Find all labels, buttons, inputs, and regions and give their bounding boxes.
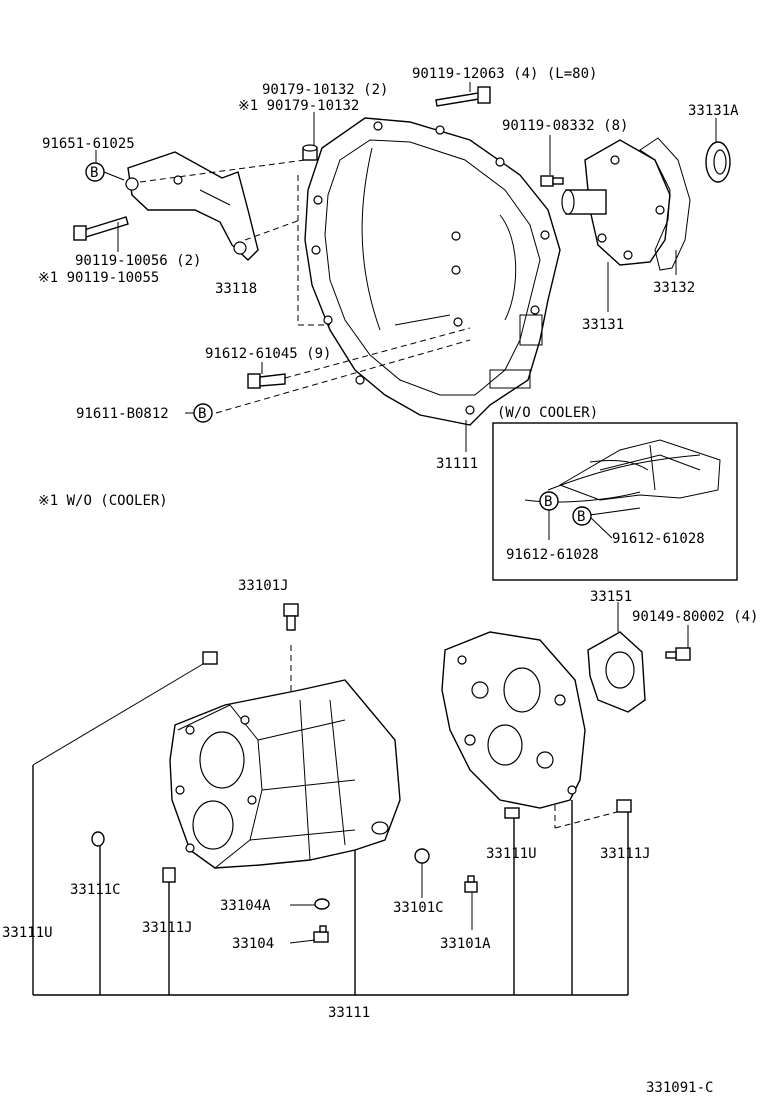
label-33101C: 33101C [393,900,444,916]
label-33131A: 33131A [688,103,739,119]
bolt-90149-80002-icon [665,647,691,661]
label-90179-10132-alt: ※1 90179-10132 [238,98,359,114]
label-33111C: 33111C [70,882,121,898]
intermediate-plate [441,631,586,809]
label-91612-61045: 91612-61045 (9) [205,346,331,362]
bolt-90119-08332-icon [540,175,564,187]
bolt-90119-10056-icon [73,216,129,241]
label-33104: 33104 [232,936,274,952]
plug-33101C-icon [414,848,430,864]
svg-text:B: B [544,494,552,510]
dowel-pin-upper-left-icon [202,651,218,665]
bearing-retainer-33131 [561,139,671,266]
speed-sensor-33101J-icon [283,603,299,631]
oil-seal-33131A-icon [705,141,731,183]
label-91651-61025: 91651-61025 [42,136,135,152]
bubble-b-inset-left-icon: B [539,491,559,511]
label-33132: 33132 [653,280,695,296]
label-33111J-left: 33111J [142,920,193,936]
label-33101A: 33101A [440,936,491,952]
pin-33111J-left-icon [162,867,176,883]
rear-retainer-33151 [587,631,646,713]
svg-text:B: B [577,509,585,525]
pin-33111U-right-icon [504,807,520,819]
label-33101J: 33101J [238,578,289,594]
label-33151: 33151 [590,589,632,605]
pin-33111J-right-icon [616,799,632,813]
bracket-33118 [125,151,259,261]
plug-33111C-icon [91,831,105,847]
label-90119-10055: ※1 90119-10055 [38,270,159,286]
label-90119-10056: 90119-10056 (2) [75,253,201,269]
inset-without-cooler [492,422,738,581]
svg-text:B: B [90,165,98,181]
label-inset-91612-61028-right: 91612-61028 [612,531,705,547]
bubble-b-bolt-icon: B [193,403,213,423]
label-91611-B0812: 91611-B0812 [76,406,169,422]
label-33118: 33118 [215,281,257,297]
bubble-b-inset-right-icon: B [572,506,592,526]
bell-housing-31111 [304,117,561,426]
label-33111: 33111 [328,1005,370,1021]
label-90119-08332: 90119-08332 (8) [502,118,628,134]
bolt-90179-10132-icon [302,144,318,161]
label-90179-10132: 90179-10132 (2) [262,82,388,98]
inset-title: (W/O COOLER) [497,405,598,421]
leader-lines-33111 [32,765,629,996]
transmission-case-33111 [169,679,401,869]
label-33111U-left: 33111U [2,925,53,941]
label-90119-12063: 90119-12063 (4) (L=80) [412,66,597,82]
label-inset-91612-61028-left: 91612-61028 [506,547,599,563]
bubble-b-nut-icon: B [85,162,105,182]
drawing-number: 331091-C [646,1080,713,1096]
bolt-90119-12063-icon [435,86,491,107]
bolt-91612-61045-icon [247,373,286,389]
svg-text:B: B [198,406,206,422]
footnote: ※1 W/O (COOLER) [38,493,168,509]
label-31111: 31111 [436,456,478,472]
label-33111U-right: 33111U [486,846,537,862]
plate-33104-icon [313,925,329,943]
plate-33104A-icon [314,898,330,910]
label-90149-80002: 90149-80002 (4) [632,609,758,625]
gasket-33132 [639,137,691,271]
label-33111J-right: 33111J [600,846,651,862]
plug-33101A-icon [464,875,478,893]
label-33131: 33131 [582,317,624,333]
label-33104A: 33104A [220,898,271,914]
